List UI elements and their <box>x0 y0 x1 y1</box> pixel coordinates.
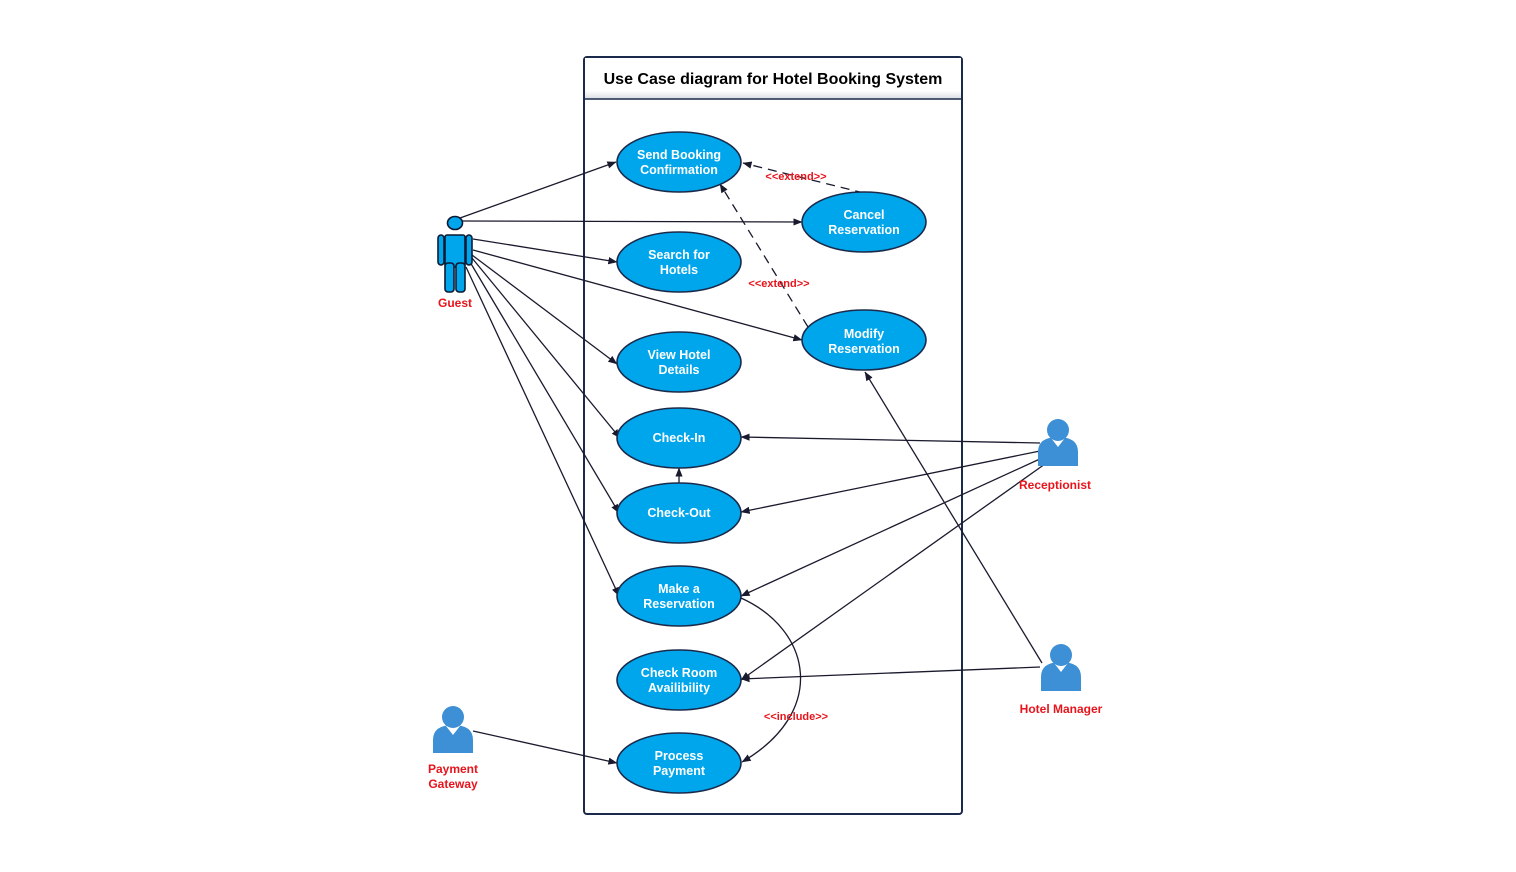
receptionist-check-in-link <box>740 433 1041 444</box>
diagram-title: Use Case diagram for Hotel Booking Syste… <box>604 71 943 88</box>
actor-hotel-manager[interactable]: Hotel Manager <box>1020 644 1103 716</box>
relation-labels: <<extend>> <<extend>> <<include>> <box>748 171 828 723</box>
actor-label-receptionist: Receptionist <box>1019 478 1091 492</box>
guest-send-booking-confirmation-link <box>459 161 617 219</box>
actor-label-guest: Guest <box>438 296 472 310</box>
uc-line: Process <box>655 749 704 763</box>
associations <box>459 161 1046 765</box>
uc-line: Reservation <box>828 342 900 356</box>
uc-line: Confirmation <box>640 163 718 177</box>
use-case-check-out[interactable]: Check-Out <box>616 482 742 544</box>
svg-text:Check-In: Check-In <box>653 431 706 445</box>
extend-cancel-dashed <box>742 161 865 194</box>
uc-line: Availibility <box>648 681 710 695</box>
guest-view-hotel-details-link <box>471 254 618 365</box>
extend-modify-dashed <box>719 183 809 328</box>
person-icon <box>1038 419 1078 466</box>
svg-text:Check-Out: Check-Out <box>647 506 711 520</box>
guest-modify-reservation-link <box>472 249 803 342</box>
payment-gateway-process-payment-link <box>472 730 618 765</box>
actor-receptionist[interactable]: Receptionist <box>1019 419 1091 492</box>
person-icon <box>433 706 473 753</box>
uc-line: Search for <box>648 248 710 262</box>
person-icon <box>1041 644 1081 691</box>
guest-check-out-link <box>469 261 620 514</box>
extend-label-modify: <<extend>> <box>748 278 809 290</box>
guest-cancel-reservation-link <box>461 218 803 226</box>
uc-line: Check-In <box>653 431 706 445</box>
hotel-manager-modify-reservation-link <box>864 371 1043 664</box>
uc-line: Cancel <box>844 208 885 222</box>
uc-line: Details <box>659 363 700 377</box>
include-label: <<include>> <box>764 711 828 723</box>
uc-line: Check-Out <box>647 506 711 520</box>
uc-line: Check Room <box>641 666 717 680</box>
uc-line: Send Booking <box>637 148 721 162</box>
use-case-check-in[interactable]: Check-In <box>616 407 742 469</box>
receptionist-make-a-reservation-link <box>740 457 1043 597</box>
uc-line: Hotels <box>660 263 698 277</box>
guest-search-for-hotels-link <box>472 238 618 265</box>
hotel-manager-check-room-link <box>740 666 1041 683</box>
uc-line: Reservation <box>643 597 715 611</box>
guest-check-in-link <box>471 257 621 439</box>
uc-line: Modify <box>844 327 884 341</box>
extend-label-cancel: <<extend>> <box>765 171 826 183</box>
actor-guest[interactable]: Guest <box>437 215 473 311</box>
receptionist-check-out-link <box>740 450 1041 514</box>
guest-make-a-reservation-link <box>465 266 620 597</box>
uc-line: Make a <box>658 582 701 596</box>
stick-figure-icon <box>437 215 473 293</box>
uc-line: Payment <box>653 764 706 778</box>
include-relation-curve <box>740 597 802 763</box>
uc-line: Reservation <box>828 223 900 237</box>
actor-label-hotel-manager: Hotel Manager <box>1020 702 1103 716</box>
uc-line: View Hotel <box>648 348 711 362</box>
